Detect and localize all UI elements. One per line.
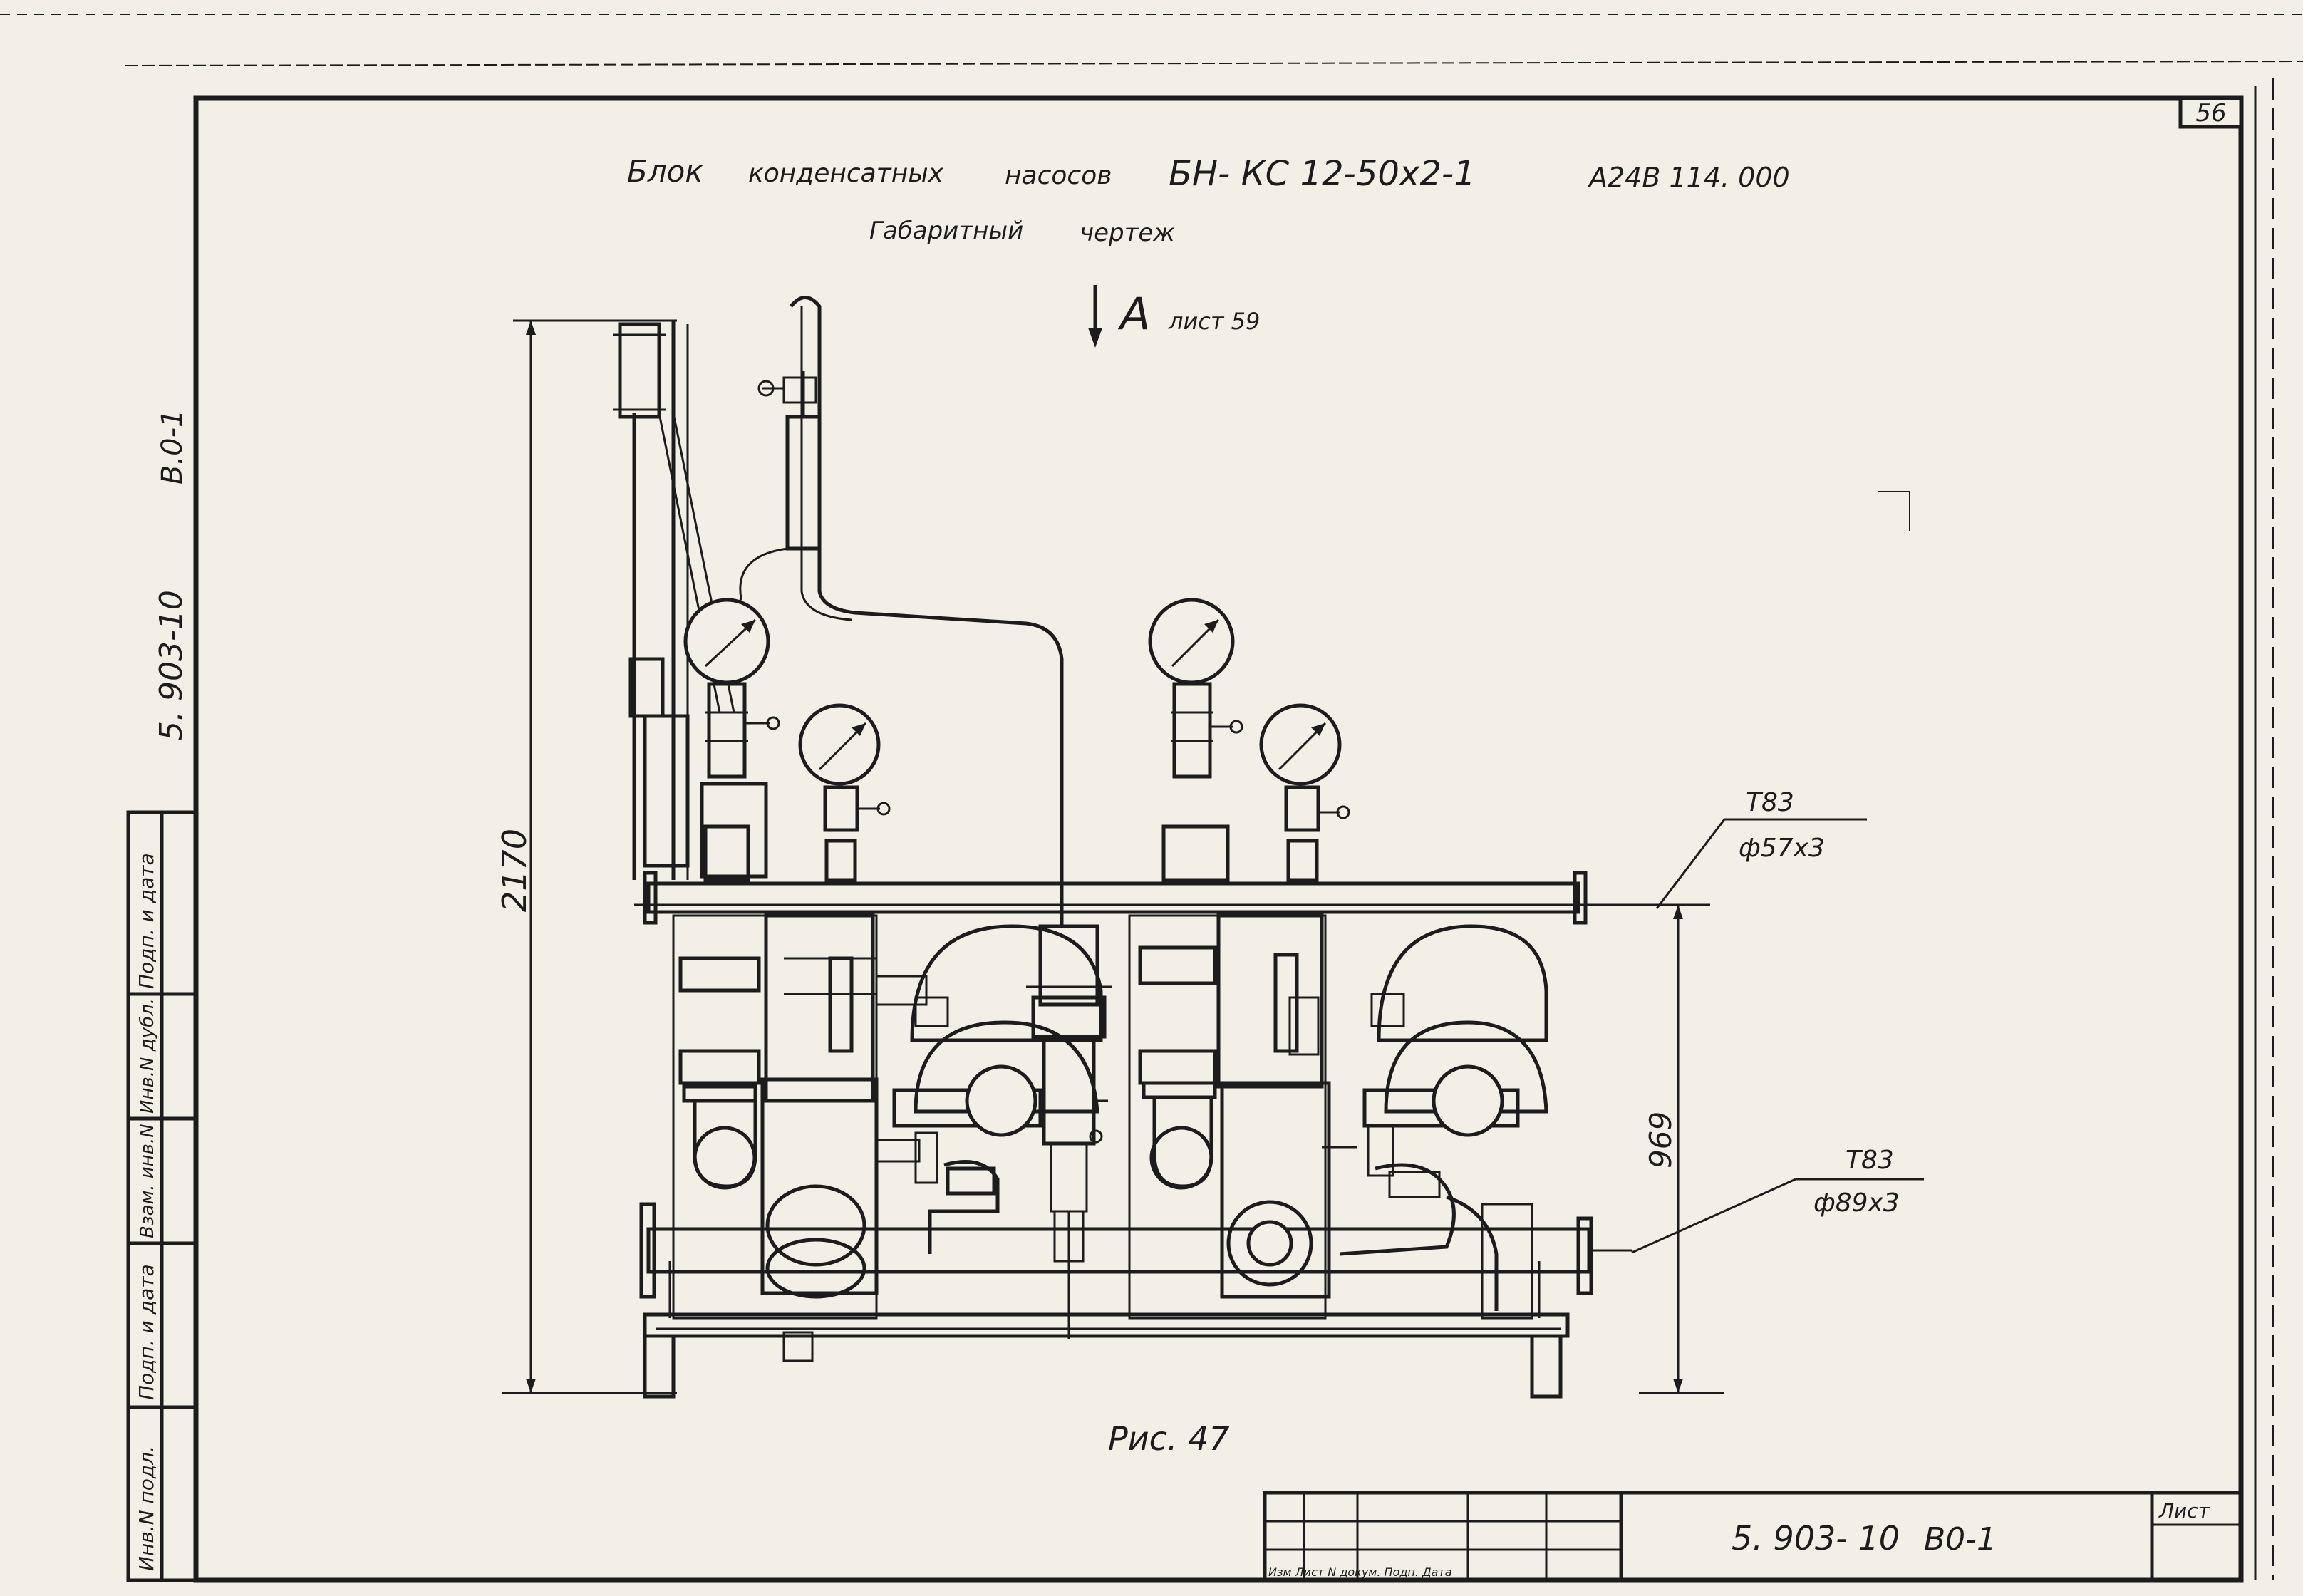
title-word-condensate: конденсатных <box>748 159 944 188</box>
dim-overall-height: 2170 <box>495 319 677 1394</box>
upper-header-pipe <box>634 871 1710 925</box>
view-marker: А лист 59 <box>1088 285 1260 348</box>
left-stamp-strip: Инв.N подл. Подп. и дата Взам. инв.N Инв… <box>126 410 198 1582</box>
dim-pipe-height: 969 <box>1639 905 1724 1394</box>
figure-caption: Рис. 47 <box>1108 1419 1230 1458</box>
stamp-cell-3: Взам. инв.N <box>137 1124 158 1238</box>
title-block-sheet-label: Лист <box>2158 1499 2210 1523</box>
pressure-gauge-4 <box>1259 703 1350 882</box>
pressure-gauge-2 <box>798 703 891 882</box>
dim-value-969: 969 <box>1643 1112 1678 1168</box>
pressure-gauge-1 <box>683 598 780 882</box>
central-valve-block <box>1026 924 1112 1340</box>
variant-vertical: В.0-1 <box>156 410 189 485</box>
stamp-cell-5: Подп. и дата <box>135 853 158 989</box>
view-letter: А <box>1117 288 1150 340</box>
pump-set-2 <box>1128 913 1357 1320</box>
pump-set-1 <box>672 913 928 1320</box>
callout-lower-tag: Т83 <box>1846 1146 1894 1175</box>
callout-upper: Т83 ф57х3 <box>1655 788 1867 909</box>
stamp-cell-1: Инв.N подл. <box>135 1446 158 1571</box>
pressure-gauge-3 <box>1148 598 1243 882</box>
trim-line-2 <box>124 61 2303 66</box>
callout-lower-spec: ф89х3 <box>1813 1188 1900 1218</box>
title-word-drawing: чертеж <box>1080 219 1175 247</box>
callout-upper-spec: ф57х3 <box>1739 834 1825 863</box>
title-word-overall: Габаритный <box>869 217 1023 245</box>
base-frame <box>643 1261 1570 1399</box>
pump-motor-2 <box>1339 924 1548 1320</box>
callout-lower: Т83 ф89х3 <box>1631 1146 1924 1254</box>
sheet-number-box: 56 <box>2178 96 2243 129</box>
stamp-cell-4: Инв.N дубл. <box>137 998 158 1114</box>
view-sheet-ref: лист 59 <box>1168 308 1260 335</box>
title-block-part: В0-1 <box>1924 1521 1997 1558</box>
pump-unit-drawing: 2170 969 <box>495 296 1924 1399</box>
pump-motor-1 <box>892 924 1103 1254</box>
sheet-number: 56 <box>2195 99 2226 128</box>
instrument-rack <box>613 321 735 880</box>
title-model: БН- КС 12-50х2-1 <box>1169 154 1476 194</box>
title-code: А24В 114. 000 <box>1587 162 1790 193</box>
title-block-doc: 5. 903- 10 <box>1732 1519 1900 1558</box>
callout-upper-tag: Т83 <box>1746 788 1794 817</box>
instrument-tube <box>722 296 1064 926</box>
title-word-pumps: насосов <box>1005 161 1112 190</box>
dim-value-2170: 2170 <box>495 829 534 912</box>
title-block-footer: Изм Лист N докум. Подп. Дата <box>1268 1565 1452 1579</box>
title-block-top: Блок конденсатных насосов БН- КС 12-50х2… <box>627 154 1790 247</box>
bottom-title-block: 5. 903- 10 В0-1 Лист Изм Лист N докум. П… <box>1263 1491 2243 1582</box>
stamp-cell-2: Подп. и дата <box>135 1264 158 1400</box>
lower-header-pipe <box>639 1202 1632 1299</box>
doc-code-vertical: 5. 903-10 <box>153 590 190 741</box>
title-word-block: Блок <box>627 154 703 189</box>
